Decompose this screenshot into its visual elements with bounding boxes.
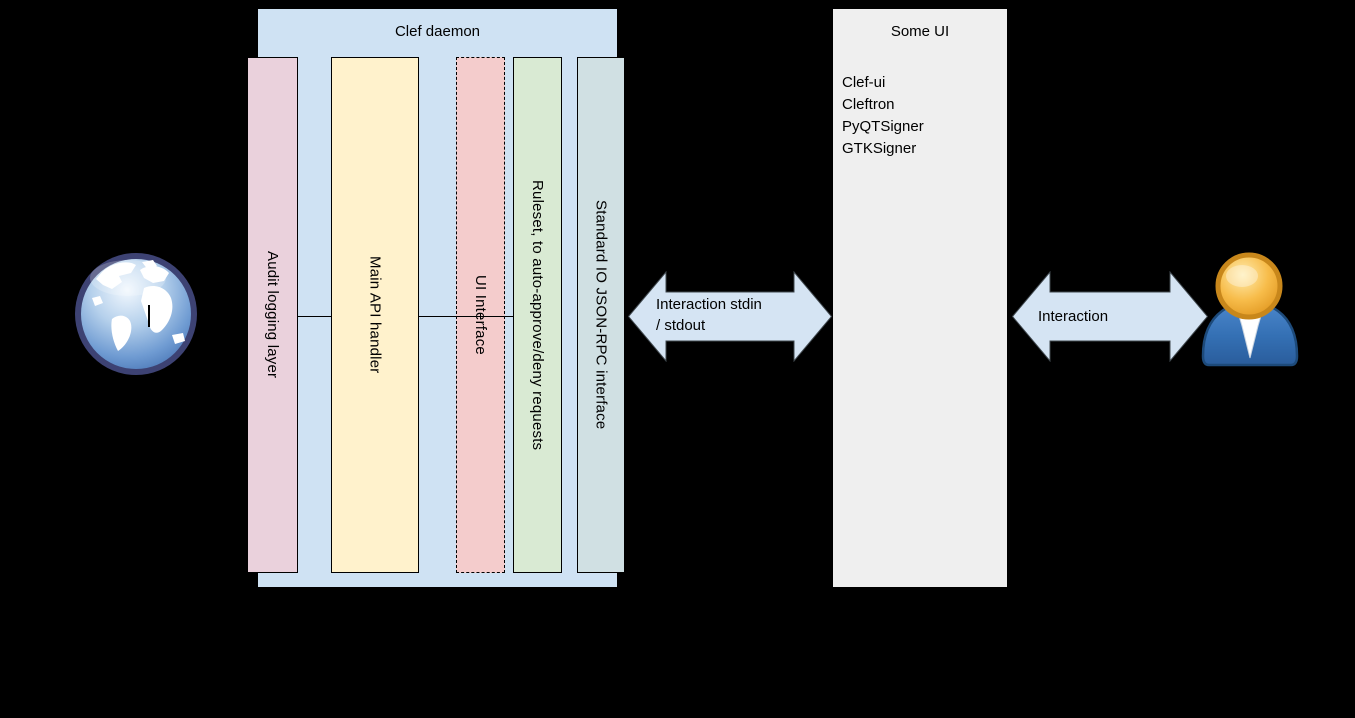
layer-stdio-jsonrpc-interface-label: Standard IO JSON-RPC interface bbox=[592, 200, 610, 430]
layer-ui-interface: UI Interface bbox=[456, 57, 505, 573]
interaction-arrow-daemon-ui bbox=[628, 271, 832, 362]
some-ui-title: Some UI bbox=[890, 23, 950, 40]
some-ui-item: Clef-ui bbox=[842, 74, 886, 91]
globe-icon bbox=[75, 253, 197, 375]
layer-ruleset-label: Ruleset, to auto-approve/deny requests bbox=[529, 179, 546, 451]
interaction-arrow-ui-user-label: Interaction bbox=[1038, 306, 1108, 327]
some-ui-box: Some UI Clef-ui Cleftron PyQTSigner GTKS… bbox=[832, 8, 1008, 588]
arrow-label-line1: Interaction bbox=[1038, 308, 1109, 325]
connector-main-to-ruleset bbox=[419, 316, 513, 317]
layer-ui-interface-label: UI Interface bbox=[472, 275, 489, 355]
layer-main-api-handler-label: Main API handler bbox=[366, 256, 384, 374]
layer-stdio-jsonrpc-interface: Standard IO JSON-RPC interface bbox=[577, 57, 625, 573]
some-ui-item-list: Clef-ui Cleftron PyQTSigner GTKSigner bbox=[842, 72, 924, 160]
user-icon bbox=[1201, 252, 1299, 367]
interaction-arrow-ui-user bbox=[1012, 271, 1208, 362]
clef-daemon-title: Clef daemon bbox=[394, 23, 481, 40]
layer-audit-logging-label: Audit logging layer bbox=[264, 251, 281, 379]
interaction-arrow-daemon-ui-label: Interaction stdin / stdout bbox=[656, 294, 762, 336]
arrow-label-line2: / stdout bbox=[656, 317, 706, 334]
connector-audit-to-main bbox=[298, 316, 331, 317]
some-ui-item: PyQTSigner bbox=[842, 118, 924, 135]
layer-ruleset: Ruleset, to auto-approve/deny requests bbox=[513, 57, 562, 573]
arrow-label-line1: Interaction stdin bbox=[656, 296, 762, 313]
some-ui-item: GTKSigner bbox=[842, 140, 917, 157]
some-ui-item: Cleftron bbox=[842, 96, 895, 113]
clef-daemon-box: Clef daemon bbox=[257, 8, 618, 588]
layer-main-api-handler: Main API handler bbox=[331, 57, 419, 573]
layer-audit-logging: Audit logging layer bbox=[247, 57, 298, 573]
globe-connector-stub bbox=[148, 305, 150, 327]
